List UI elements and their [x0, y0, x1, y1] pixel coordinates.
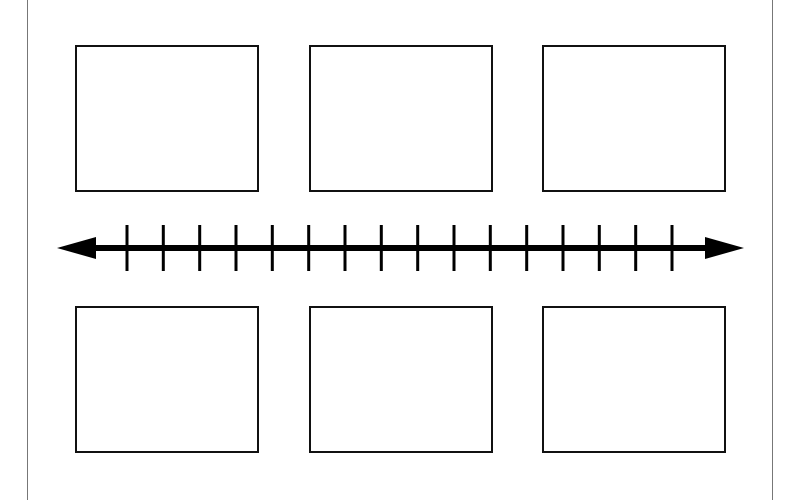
timeline-tick	[561, 225, 565, 271]
timeline-tick	[379, 225, 383, 271]
page-left-edge	[27, 0, 28, 500]
timeline-tick	[307, 225, 311, 271]
timeline-line	[90, 245, 710, 251]
bottom-box-2	[309, 306, 493, 453]
bottom-box-3	[542, 306, 726, 453]
timeline-tick	[597, 225, 601, 271]
top-box-2	[309, 45, 493, 192]
timeline-tick	[198, 225, 202, 271]
timeline-tick	[416, 225, 420, 271]
timeline-tick	[488, 225, 492, 271]
top-box-3	[542, 45, 726, 192]
timeline-tick	[634, 225, 638, 271]
timeline-tick	[125, 225, 129, 271]
bottom-box-1	[75, 306, 259, 453]
timeline-tick	[234, 225, 238, 271]
timeline-tick	[452, 225, 456, 271]
timeline-tick	[270, 225, 274, 271]
timeline-tick	[670, 225, 674, 271]
left-arrow-head-icon	[57, 237, 96, 259]
timeline-tick	[525, 225, 529, 271]
right-arrow-head-icon	[705, 237, 744, 259]
top-box-1	[75, 45, 259, 192]
timeline-tick	[161, 225, 165, 271]
timeline-ticks	[125, 225, 674, 271]
page-right-edge	[772, 0, 773, 500]
timeline-tick	[343, 225, 347, 271]
